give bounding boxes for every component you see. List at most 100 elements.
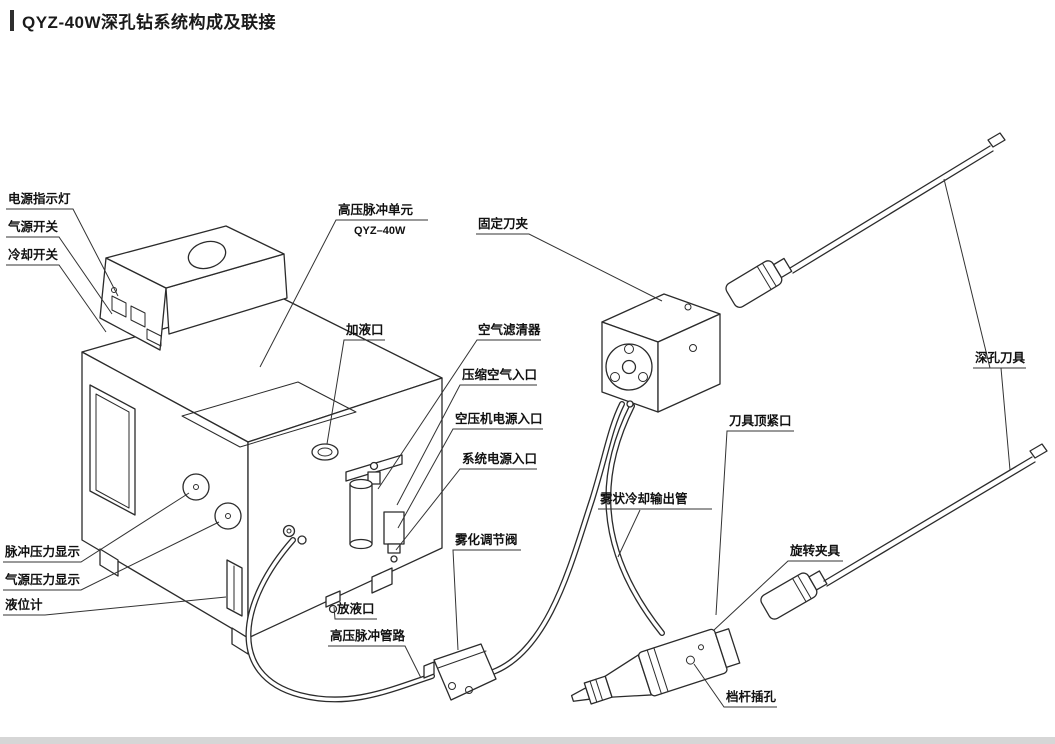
filter-bowl-bottom: [349, 538, 373, 550]
label-compressed-air-inlet: 压缩空气入口: [462, 367, 537, 382]
title-block: QYZ-40W深孔钻系统构成及联接: [10, 8, 276, 33]
compressed-air-fitting: [369, 461, 379, 471]
filter-bowl: [349, 483, 373, 545]
pulse-pressure-gauge-dot: [193, 484, 199, 490]
hoses: [245, 401, 665, 703]
label-air-switch: 气源开关: [7, 219, 59, 234]
leader-mist-pipe: [617, 509, 641, 558]
label-hv-pulse-unit-model: QYZ–40W: [354, 225, 406, 237]
deep-hole-tool-upper: [725, 132, 1006, 308]
label-rotating-fixture: 旋转夹具: [789, 543, 841, 558]
drain-fitting: [325, 590, 341, 608]
console-vent-hole: [187, 240, 227, 270]
side-door: [89, 384, 136, 516]
page-bottom-edge: [0, 737, 1055, 744]
machine-foot-right: [371, 567, 393, 594]
holder-hose-fitting: [626, 400, 634, 408]
console-display: [146, 328, 162, 347]
pulse-outlet-fitting: [282, 524, 296, 538]
rod-tip-upper: [987, 132, 1006, 148]
leader-drain-port: [333, 606, 377, 620]
deep-hole-tool-lower: [760, 443, 1048, 620]
label-air-filter: 空气滤清器: [478, 322, 541, 337]
leader-air-filter: [377, 339, 541, 490]
leader-deep-hole-tool-up: [943, 178, 991, 369]
fixture-body-lines: [646, 647, 669, 695]
leader-lever-socket: [693, 663, 777, 708]
filler-cap: [311, 443, 339, 461]
title-accent-bar: [10, 10, 14, 31]
holder-bolt-hole-3: [638, 372, 648, 382]
tool-handle-upper: [725, 257, 793, 308]
rotating-fixture-body: [570, 628, 741, 705]
leader-filler-port: [326, 339, 385, 445]
label-fixed-tool-holder: 固定刀夹: [478, 216, 529, 231]
leader-hv-pulse-line: [328, 645, 422, 679]
handle-rings: [756, 262, 777, 290]
leader-fixed-tool-holder: [476, 233, 663, 302]
label-atomizing-valve: 雾化调节阀: [454, 532, 518, 547]
holder-bolt-hole-2: [610, 372, 620, 382]
label-lever-socket: 档杆插孔: [726, 689, 777, 704]
air-pressure-gauge-dot: [225, 513, 231, 519]
pulse-outlet-fitting-hole: [286, 528, 292, 534]
fixture-chuck-lines: [589, 678, 604, 703]
handle-collar: [808, 570, 828, 591]
filler-cap-inner: [317, 447, 333, 457]
leader-system-power-inlet: [395, 468, 537, 551]
leader-air-pressure: [3, 521, 220, 591]
air-filter-assembly: [345, 454, 405, 563]
power-inlet-box: [383, 511, 405, 545]
leader-rotating-fixture: [713, 560, 843, 631]
label-air-pressure-display: 气源压力显示: [4, 572, 81, 587]
pulse-outlet-fitting-2: [297, 535, 307, 545]
valve-hole-2: [465, 686, 473, 694]
label-drain-port: 放液口: [336, 601, 375, 616]
label-filler-port: 加液口: [345, 322, 384, 337]
air-switch-button: [111, 295, 127, 318]
valve-wedge: [433, 643, 497, 701]
handle-collar: [773, 257, 793, 279]
label-level-gauge: 液位计: [5, 597, 43, 612]
drain-fitting-cap: [328, 604, 338, 614]
filter-bowl-top: [349, 478, 373, 490]
page-title: QYZ-40W深孔钻系统构成及联接: [22, 13, 277, 32]
leader-pulse-pressure: [3, 492, 190, 563]
machine-foot-left: [99, 548, 119, 577]
side-door-inner: [95, 393, 130, 509]
system-power-connector: [387, 543, 401, 554]
fixture-end-collar: [714, 628, 741, 668]
rod-shaft-upper: [789, 145, 994, 274]
leader-atomizing-valve: [452, 549, 521, 651]
leader-lines: [3, 178, 1026, 708]
label-cooling-switch: 冷却开关: [8, 247, 59, 262]
fixed-tool-holder-block: [601, 293, 721, 413]
valve-hole-1: [448, 682, 456, 690]
control-console: [99, 225, 288, 351]
handle-rings: [792, 574, 812, 603]
machine-right-face: [247, 377, 443, 639]
rod-shaft-lower: [823, 456, 1036, 587]
label-hv-pulse-line: 高压脉冲管路: [330, 628, 406, 643]
console-top-face: [105, 225, 285, 289]
cooling-switch-button: [130, 305, 146, 328]
callout-labels: 电源指示灯 气源开关 冷却开关 高压脉冲单元 QYZ–40W 固定刀夹 加液口 …: [4, 191, 1026, 704]
label-system-power-inlet: 系统电源入口: [462, 451, 537, 466]
leader-air-switch: [6, 236, 113, 315]
holder-bolt-hole-1: [624, 344, 634, 354]
pulse-unit-machine: [81, 225, 443, 655]
valve-nipple: [423, 661, 435, 679]
mist-output-hose: [606, 404, 664, 635]
leader-deep-hole-tool-down: [1000, 367, 1011, 471]
holder-right-face: [657, 313, 721, 413]
fixture-lever-socket-hole-2: [697, 644, 704, 651]
label-power-indicator: 电源指示灯: [8, 191, 71, 206]
holder-side-hole: [689, 344, 697, 352]
fixture-lever-socket-hole: [685, 655, 695, 665]
system-power-pin: [390, 555, 398, 563]
tool-handle-lower: [760, 570, 828, 620]
label-deep-hole-tool: 深孔刀具: [975, 350, 1026, 365]
holder-center-hole: [621, 359, 637, 375]
leader-power-indicator: [6, 208, 119, 297]
